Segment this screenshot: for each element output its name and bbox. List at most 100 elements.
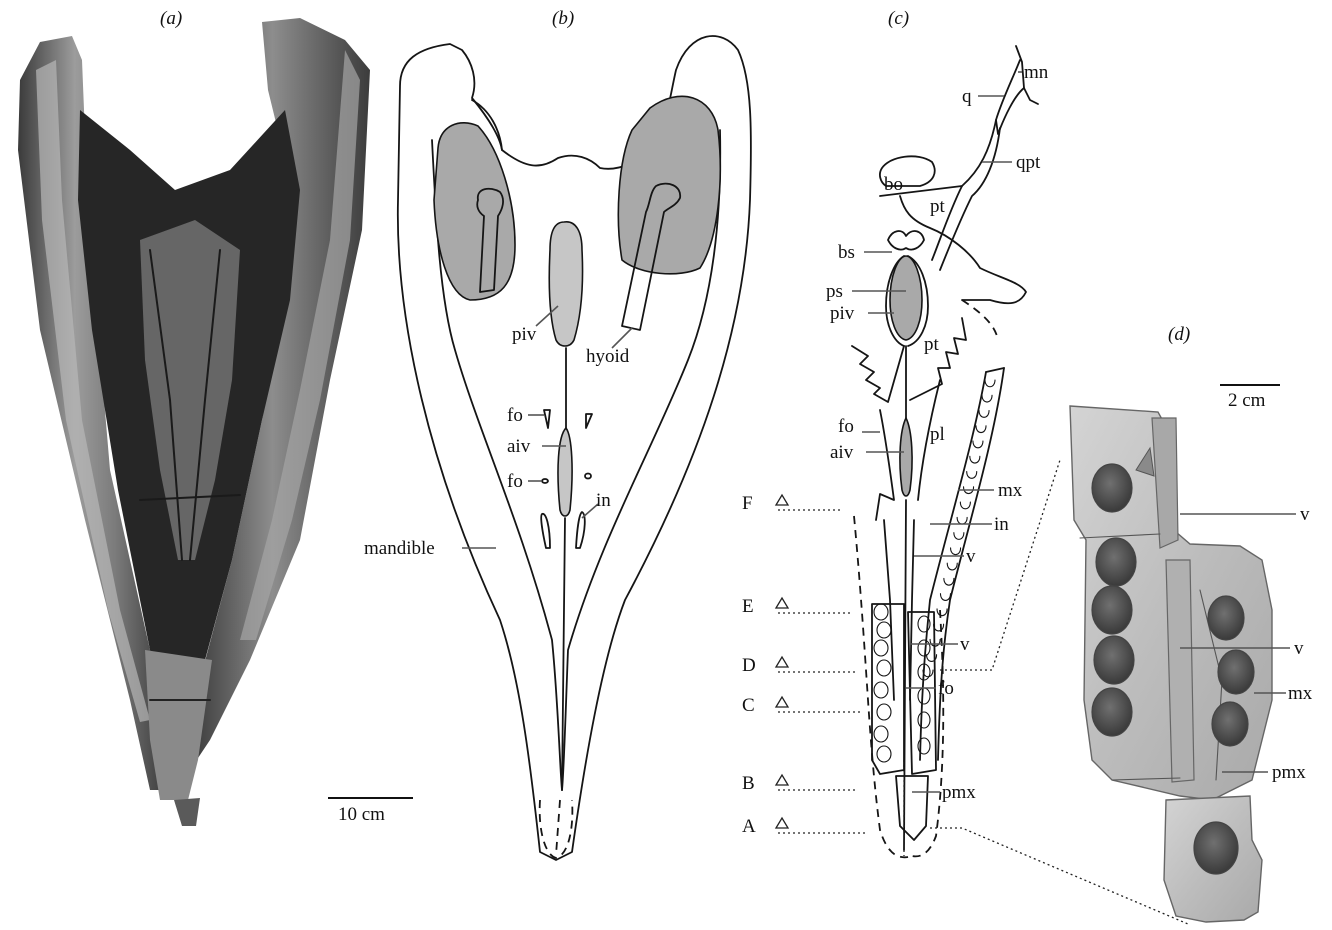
leader-b-hyoid <box>612 328 632 348</box>
maxillary-alveolus <box>954 533 964 540</box>
foramen-lower-left <box>542 479 548 483</box>
panel-label-a: (a) <box>160 8 182 29</box>
basisphenoid <box>888 231 924 250</box>
foramen-lower-right <box>585 474 591 479</box>
label-b-aiv: aiv <box>507 436 531 457</box>
foramen-upper-left <box>544 410 550 428</box>
maxillary-alveolus <box>967 472 977 479</box>
posterior-interpterygoid-vacuity <box>549 222 582 346</box>
panel-a-specimen-photo <box>18 18 370 826</box>
left-fossa <box>434 123 515 300</box>
maxillary-alveolus <box>951 548 961 555</box>
label-c-qpt: qpt <box>1016 152 1041 173</box>
snout-fragment <box>174 798 200 826</box>
label-b-fo-lower: fo <box>507 471 523 492</box>
internal-naris-left <box>541 514 550 548</box>
quadrate <box>996 60 1024 134</box>
scale-bar-d-label: 2 cm <box>1228 390 1266 411</box>
label-c-mx: mx <box>998 480 1023 501</box>
tooth-socket <box>1218 650 1254 694</box>
panel-b-drawing <box>398 36 751 860</box>
label-c-pmx: pmx <box>942 782 976 803</box>
section-marker-label: E <box>742 596 754 617</box>
premaxillary-alveoli <box>874 604 930 762</box>
maxillary-alveolus <box>957 517 967 524</box>
snout-tip-c <box>896 776 928 840</box>
label-c-fo-upper: fo <box>838 416 854 437</box>
premaxillary-alveolus <box>918 640 930 656</box>
section-triangle-icon <box>776 775 788 785</box>
label-c-pt-upper: pt <box>930 196 946 217</box>
section-marker-label: A <box>742 816 756 837</box>
tooth-socket <box>1092 586 1132 634</box>
section-triangle-icon <box>776 598 788 608</box>
maxilla-strip-top <box>986 368 1004 372</box>
section-marker-label: B <box>742 773 755 794</box>
premaxillary-alveolus <box>874 726 888 742</box>
label-d-v-lower: v <box>1294 638 1304 659</box>
section-marker-label: D <box>742 655 756 676</box>
label-b-in: in <box>596 490 611 511</box>
label-c-v-lower: v <box>960 634 970 655</box>
label-c-in: in <box>994 514 1009 535</box>
label-c-ps: ps <box>826 281 843 302</box>
label-c-pt-lower: pt <box>924 334 940 355</box>
panel-label-b: (b) <box>552 8 574 29</box>
label-b-hyoid: hyoid <box>586 346 630 367</box>
maxillary-alveolus <box>976 426 986 433</box>
quadrate-pterygoid-ramus <box>932 120 1000 270</box>
section-triangle-icon <box>776 495 788 505</box>
label-b-piv: piv <box>512 324 537 345</box>
vomer-right <box>910 520 914 700</box>
panel-label-d: (d) <box>1168 324 1190 345</box>
palatine-left <box>876 410 894 520</box>
tooth-socket <box>1094 636 1134 684</box>
label-d-pmx: pmx <box>1272 762 1306 783</box>
section-marker-label: C <box>742 695 755 716</box>
maxillary-alveolus <box>982 395 992 402</box>
label-c-pl: pl <box>930 424 945 445</box>
label-d-mx: mx <box>1288 683 1313 704</box>
maxillary-alveolus <box>960 502 970 509</box>
maxillary-alveolus <box>979 411 989 418</box>
premaxillary-alveolus <box>918 688 930 704</box>
premaxillary-alveolus <box>874 604 888 620</box>
maxillary-alveolus <box>973 441 983 448</box>
tooth-socket <box>1092 464 1132 512</box>
label-d-v-upper: v <box>1300 504 1310 525</box>
section-triangle-icon <box>776 818 788 828</box>
label-c-bs: bs <box>838 242 855 263</box>
pterygoid-flange-left <box>852 346 904 402</box>
section-triangle-icon <box>776 657 788 667</box>
premaxillary-alveolus <box>877 660 891 676</box>
section-markers: F E DC B A <box>742 493 868 837</box>
section-marker-label: F <box>742 493 753 514</box>
section-triangle-icon <box>776 697 788 707</box>
premaxillary-alveolus <box>874 682 888 698</box>
label-c-fo-lower: fo <box>938 678 954 699</box>
maxillary-alveolus <box>944 578 954 585</box>
premaxillary-alveolus <box>877 622 891 638</box>
label-b-mandible: mandible <box>364 538 435 559</box>
tooth-socket <box>1194 822 1238 874</box>
tooth-socket <box>1092 688 1132 736</box>
right-fossa <box>618 96 720 274</box>
label-c-mn: mn <box>1024 62 1049 83</box>
label-c-piv: piv <box>830 303 855 324</box>
snout-midline-dashed <box>556 800 560 855</box>
maxillary-alveolus <box>937 609 947 616</box>
maxillary-alveolus <box>947 563 957 570</box>
tooth-socket <box>1096 538 1136 586</box>
foramen-upper-right <box>586 414 592 428</box>
premaxillary-alveolus <box>874 640 888 656</box>
premaxillary-alveolus <box>877 704 891 720</box>
maxillary-alveolus <box>970 456 980 463</box>
tooth-socket <box>1208 596 1244 640</box>
label-c-aiv: aiv <box>830 442 854 463</box>
maxillary-alveolus <box>940 594 950 601</box>
pterygoid-dashed-edge <box>962 300 998 340</box>
scale-bar-a-label: 10 cm <box>338 804 385 825</box>
label-c-q: q <box>962 86 972 107</box>
aiv-c <box>900 418 912 496</box>
